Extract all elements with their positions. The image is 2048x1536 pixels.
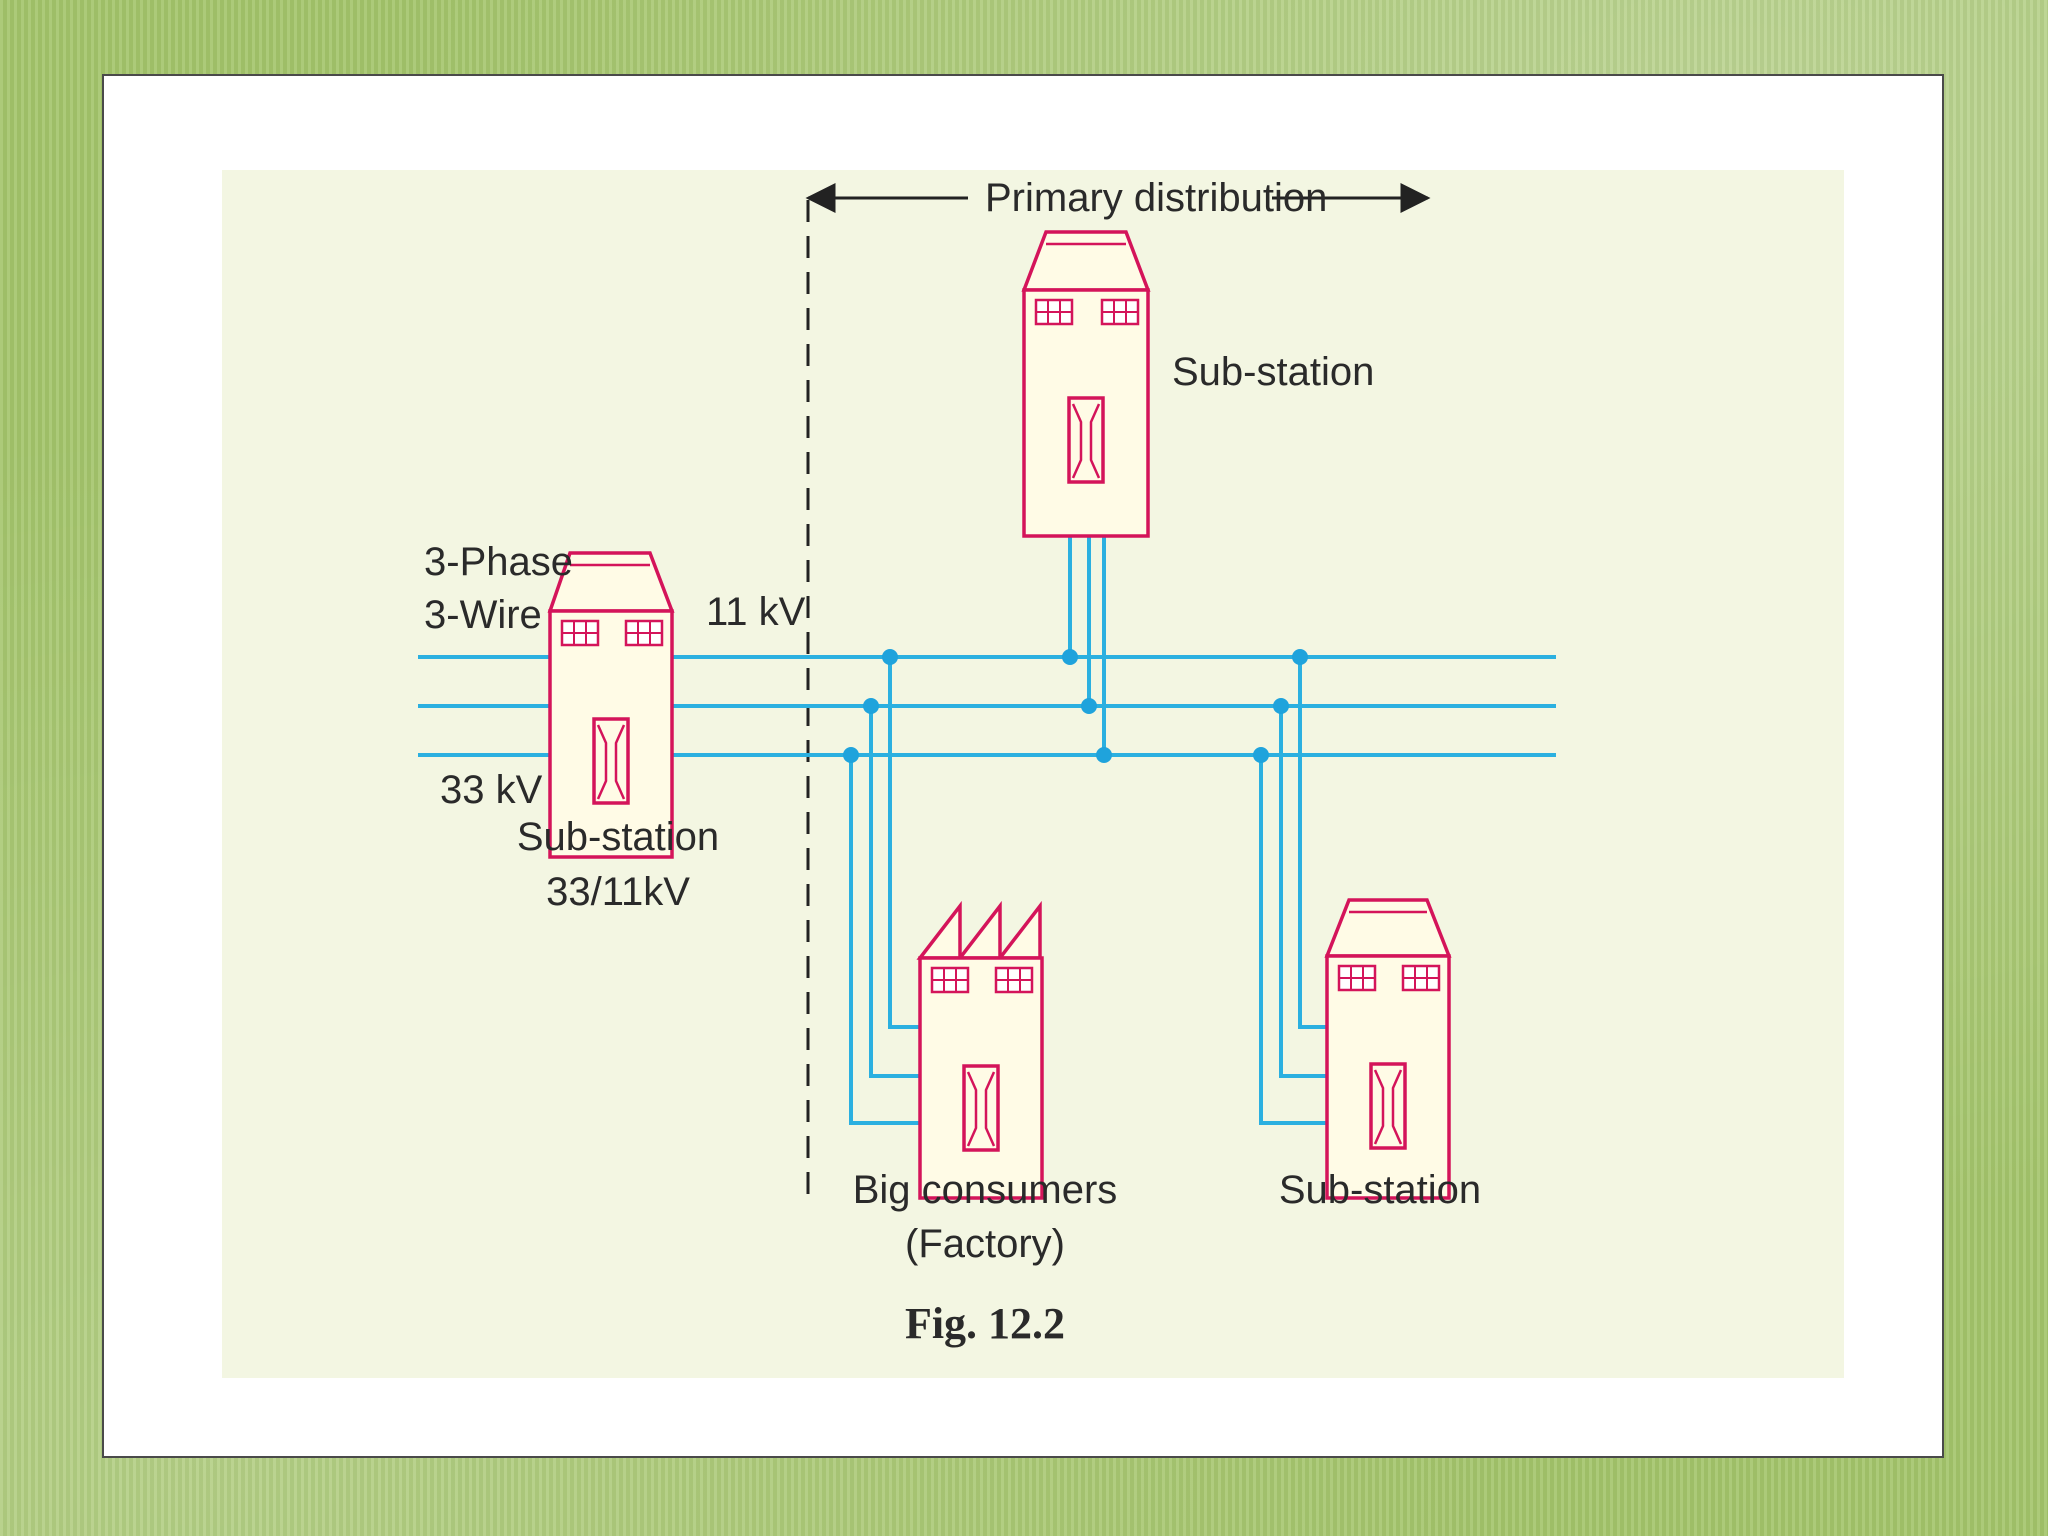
main-substation-building-icon xyxy=(547,551,675,859)
factory-taps xyxy=(843,649,920,1125)
right-substation-building-icon xyxy=(1324,898,1452,1200)
junction-node xyxy=(1062,649,1078,665)
junction-node xyxy=(1253,747,1269,763)
top-substation-building-icon xyxy=(1021,230,1151,538)
junction-node xyxy=(843,747,859,763)
top-substation-label: Sub-station xyxy=(1172,350,1374,394)
main-substation-rating: 33/11kV xyxy=(546,870,690,914)
junction-node xyxy=(1081,698,1097,714)
junction-node xyxy=(1096,747,1112,763)
kv-11-label: 11 kV xyxy=(706,590,806,634)
main-substation-label: Sub-station xyxy=(517,815,719,859)
phase-label-line1: 3-Phase xyxy=(424,540,573,584)
primary-distribution-label: Primary distribution xyxy=(985,176,1327,220)
junction-node xyxy=(1273,698,1289,714)
junction-node xyxy=(1292,649,1308,665)
phase-label-line2: 3-Wire xyxy=(424,593,542,637)
junction-node xyxy=(863,698,879,714)
right-substation-taps xyxy=(1253,649,1327,1125)
right-substation-label: Sub-station xyxy=(1279,1168,1481,1212)
primary-distribution-span: Primary distribution xyxy=(805,176,1431,220)
figure-caption: Fig. 12.2 xyxy=(905,1299,1065,1348)
factory-label-line2: (Factory) xyxy=(905,1222,1065,1266)
factory-label-line1: Big consumers xyxy=(853,1168,1118,1212)
factory-building-icon xyxy=(916,900,1044,1200)
junction-node xyxy=(882,649,898,665)
kv-33-label: 33 kV xyxy=(440,768,543,812)
